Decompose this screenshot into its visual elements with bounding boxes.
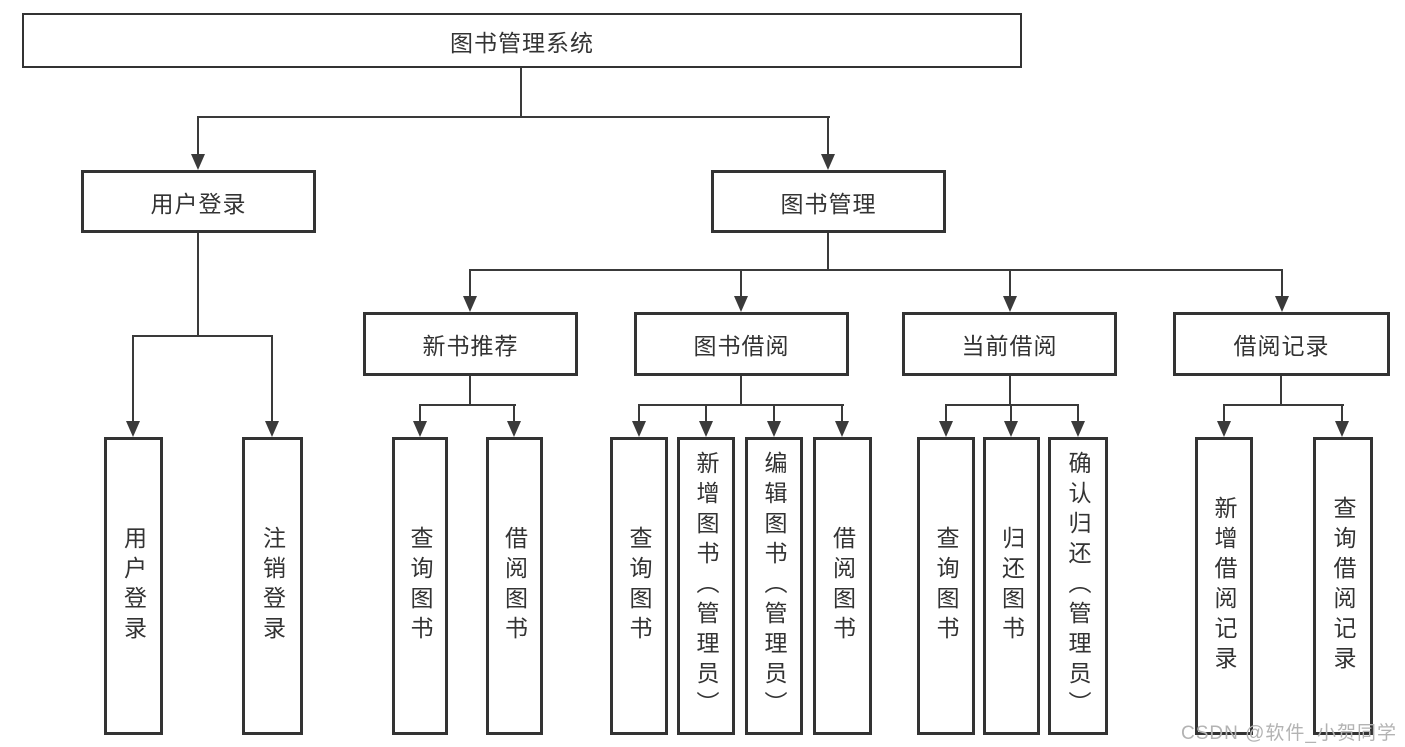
connector-line: [705, 404, 707, 426]
node-library-management-system: 图书管理系统: [22, 13, 1022, 68]
arrow-down-icon: [699, 421, 713, 437]
connector-line: [197, 233, 199, 337]
node-label: 借阅图书: [829, 526, 856, 646]
node-leaf-add-books-admin: 新增图书（管理员）: [677, 437, 735, 735]
arrow-down-icon: [191, 154, 205, 170]
connector-line: [841, 404, 843, 426]
node-leaf-confirm-return-admin: 确认归还（管理员）: [1048, 437, 1108, 735]
connector-line: [1009, 269, 1011, 299]
arrow-down-icon: [413, 421, 427, 437]
arrow-down-icon: [265, 421, 279, 437]
connector-line: [1280, 376, 1282, 406]
arrow-down-icon: [835, 421, 849, 437]
connector-line: [1341, 404, 1343, 426]
node-leaf-return-books: 归还图书: [983, 437, 1040, 735]
connector-line: [945, 404, 947, 426]
node-book-borrowing: 图书借阅: [634, 312, 849, 376]
node-leaf-add-borrow-record: 新增借阅记录: [1195, 437, 1253, 735]
connector-line: [827, 233, 829, 271]
node-label: 图书管理: [780, 190, 877, 217]
node-label: 新增图书（管理员）: [693, 451, 719, 721]
arrow-down-icon: [1217, 421, 1231, 437]
node-label: 当前借阅: [961, 333, 1058, 359]
node-label: 编辑图书（管理员）: [761, 451, 787, 721]
arrow-down-icon: [734, 296, 748, 312]
connector-line: [638, 404, 640, 426]
arrow-down-icon: [821, 154, 835, 170]
connector-line: [513, 404, 515, 426]
arrow-down-icon: [1004, 421, 1018, 437]
csdn-watermark: CSDN @软件_小贺同学: [1181, 723, 1397, 744]
node-leaf-user-login: 用户登录: [104, 437, 163, 735]
arrow-down-icon: [507, 421, 521, 437]
arrow-down-icon: [1275, 296, 1289, 312]
node-leaf-query-borrow-record: 查询借阅记录: [1313, 437, 1373, 735]
arrow-down-icon: [1335, 421, 1349, 437]
connector-line: [638, 404, 844, 406]
connector-line: [197, 116, 830, 118]
arrow-down-icon: [126, 421, 140, 437]
connector-line: [740, 376, 742, 406]
node-label: 归还图书: [998, 526, 1025, 646]
node-label: 查询图书: [626, 526, 652, 646]
connector-line: [469, 269, 471, 299]
connector-line: [1223, 404, 1225, 426]
connector-line: [469, 269, 1283, 271]
node-borrowing-records: 借阅记录: [1173, 312, 1390, 376]
connector-line: [132, 335, 273, 337]
node-label: 用户登录: [120, 526, 147, 646]
node-label: 确认归还（管理员）: [1065, 451, 1091, 721]
node-leaf-edit-books-admin: 编辑图书（管理员）: [745, 437, 803, 735]
connector-line: [419, 404, 421, 426]
connector-line: [1281, 269, 1283, 299]
node-label: 用户登录: [150, 190, 247, 217]
connector-line: [520, 68, 522, 118]
node-leaf-borrow-books: 借阅图书: [813, 437, 872, 735]
connector-line: [197, 116, 199, 158]
arrow-down-icon: [767, 421, 781, 437]
node-new-book-recommendation: 新书推荐: [363, 312, 578, 376]
node-label: 新增借阅记录: [1211, 496, 1237, 676]
connector-line: [827, 116, 829, 158]
node-current-borrowing: 当前借阅: [902, 312, 1117, 376]
arrow-down-icon: [1071, 421, 1085, 437]
arrow-down-icon: [632, 421, 646, 437]
node-label: 图书借阅: [693, 333, 790, 359]
connector-line: [740, 269, 742, 299]
arrow-down-icon: [1003, 296, 1017, 312]
node-label: 注销登录: [259, 526, 286, 646]
node-label: 查询图书: [407, 526, 433, 646]
node-label: 借阅记录: [1233, 333, 1330, 359]
connector-line: [271, 335, 273, 425]
arrow-down-icon: [463, 296, 477, 312]
node-label: 查询借阅记录: [1330, 496, 1356, 676]
node-label: 查询图书: [933, 526, 959, 646]
connector-line: [1077, 404, 1079, 426]
connector-line: [419, 404, 516, 406]
node-label: 图书管理系统: [450, 29, 594, 56]
node-book-management: 图书管理: [711, 170, 946, 233]
node-leaf-query-books: 查询图书: [917, 437, 975, 735]
node-user-login: 用户登录: [81, 170, 316, 233]
connector-line: [773, 404, 775, 426]
connector-line: [1009, 376, 1011, 406]
connector-line: [132, 335, 134, 425]
connector-line: [1223, 404, 1344, 406]
connector-line: [469, 376, 471, 406]
node-leaf-query-books: 查询图书: [392, 437, 448, 735]
connector-line: [945, 404, 1079, 406]
node-label: 借阅图书: [501, 526, 528, 646]
node-leaf-logout: 注销登录: [242, 437, 303, 735]
node-leaf-query-books: 查询图书: [610, 437, 668, 735]
node-label: 新书推荐: [422, 333, 519, 359]
arrow-down-icon: [939, 421, 953, 437]
connector-line: [1010, 404, 1012, 426]
node-leaf-borrow-books: 借阅图书: [486, 437, 543, 735]
